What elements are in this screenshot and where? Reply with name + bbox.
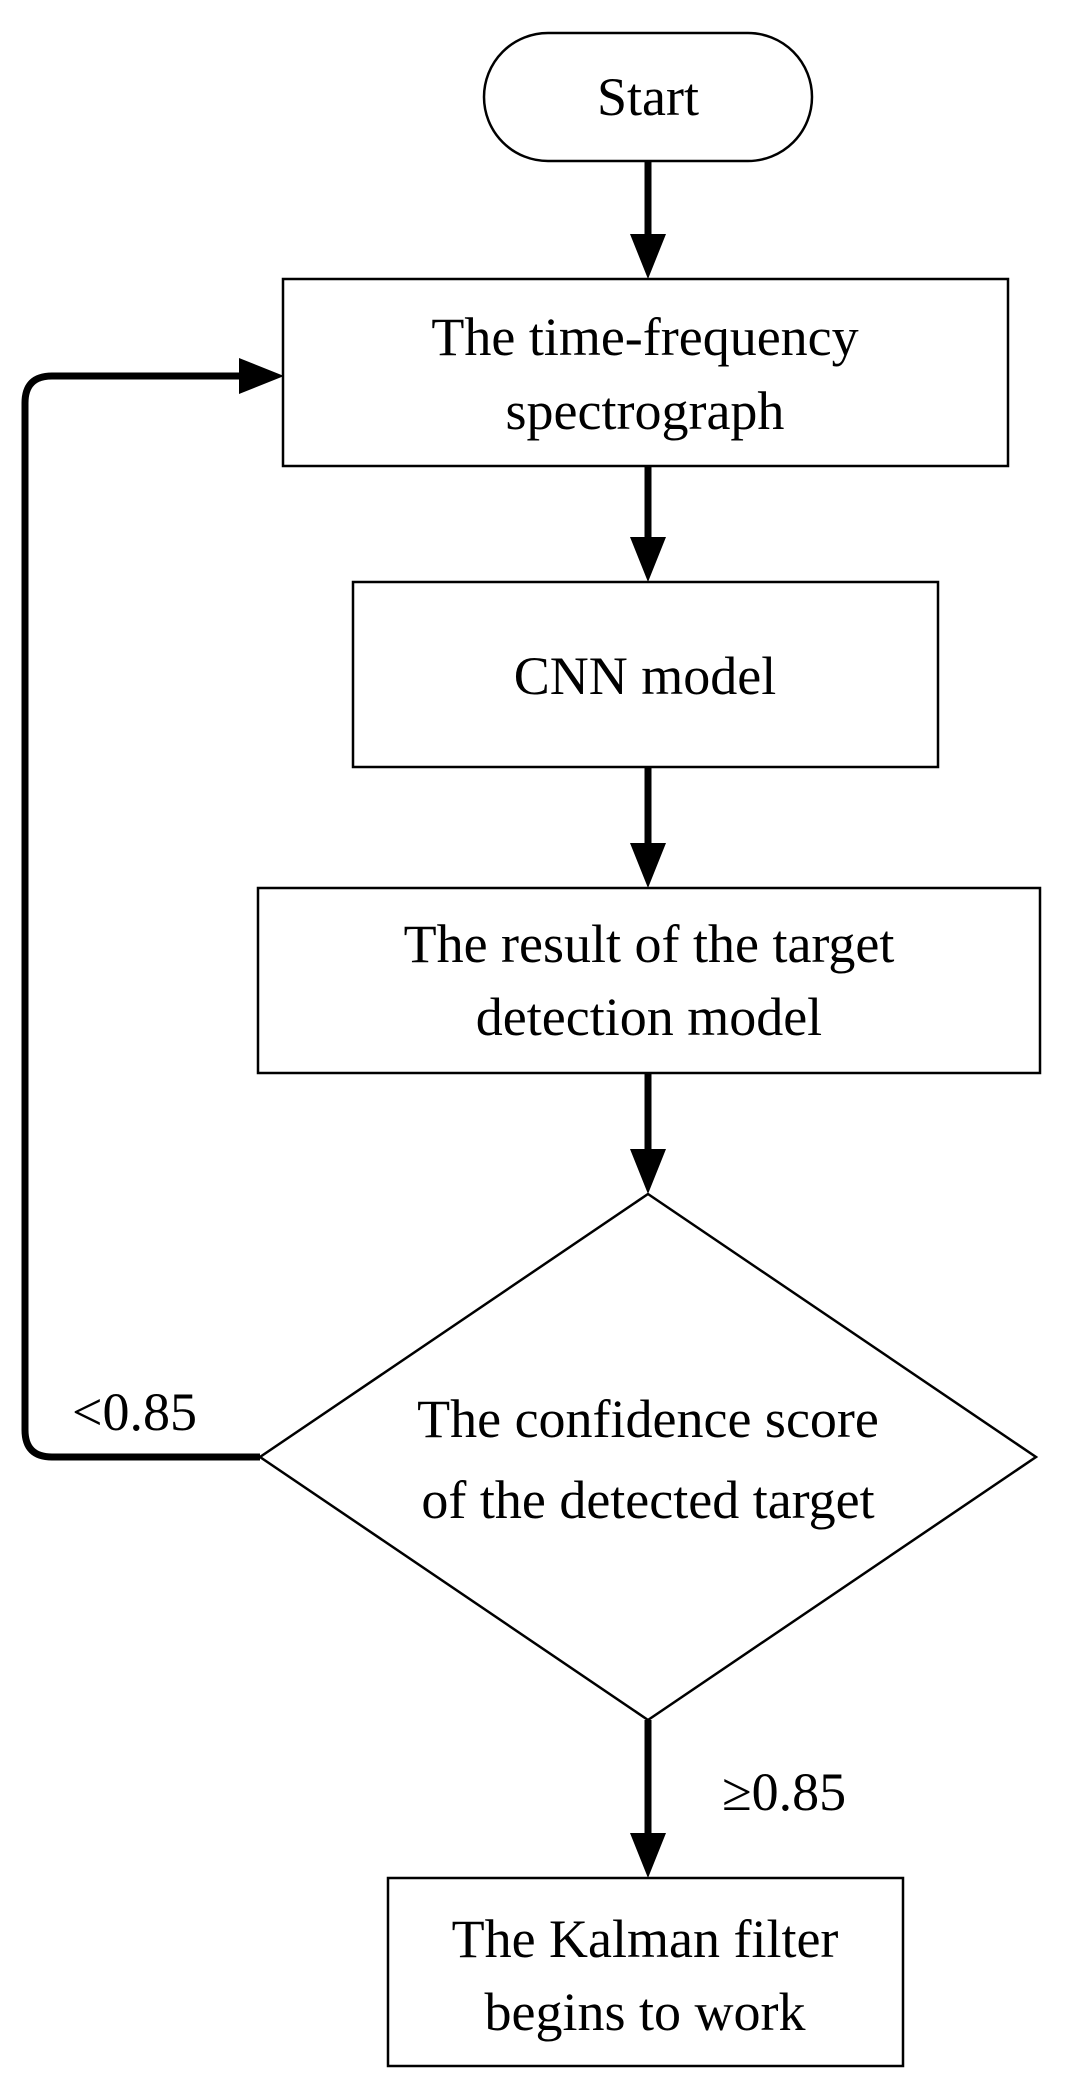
start-node: Start [482, 31, 814, 163]
pass-condition-label: ≥0.85 [722, 1762, 846, 1822]
spectrograph-label-line2: spectrograph [506, 381, 785, 441]
arrow-start-to-spectrograph [630, 161, 666, 279]
cnn-model-node: CNN model [351, 580, 940, 769]
confidence-decision-node: The confidence score of the detected tar… [257, 1192, 1039, 1722]
cnn-model-label: CNN model [514, 646, 777, 706]
spectrograph-node: The time-frequency spectrograph [281, 277, 1010, 468]
kalman-label-line1: The Kalman filter [452, 1909, 839, 1969]
detection-result-node: The result of the target detection model [256, 886, 1042, 1075]
decision-label-line2: of the detected target [421, 1470, 874, 1530]
kalman-label-line2: begins to work [485, 1982, 806, 2042]
kalman-filter-node: The Kalman filter begins to work [386, 1876, 905, 2068]
arrow-cnn-to-result [630, 767, 666, 888]
detection-result-label-line1: The result of the target [404, 914, 895, 974]
start-label: Start [597, 67, 699, 127]
spectrograph-label-line1: The time-frequency [431, 307, 858, 367]
detection-result-label-line2: detection model [476, 987, 822, 1047]
arrow-spectrograph-to-cnn [630, 466, 666, 582]
loop-condition-label: <0.85 [72, 1382, 197, 1442]
arrow-result-to-decision [630, 1073, 666, 1194]
arrow-loop-back [21, 358, 284, 1461]
decision-label-line1: The confidence score [417, 1389, 879, 1449]
arrow-decision-to-kalman [630, 1720, 666, 1878]
